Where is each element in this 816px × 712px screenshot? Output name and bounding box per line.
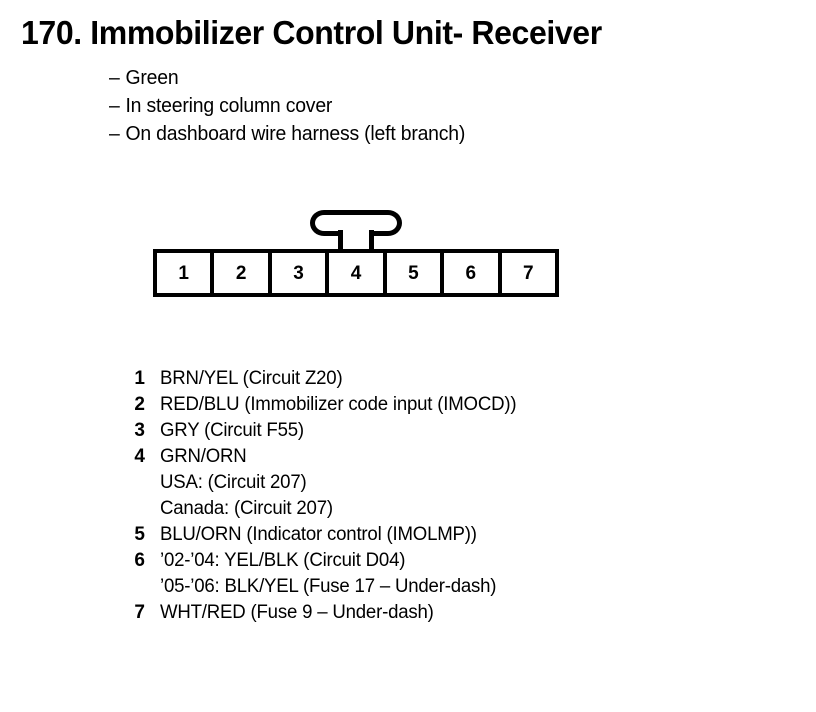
connector-diagram: 1 2 3 4 5 6 7 bbox=[153, 210, 559, 300]
connector-locking-tab-icon bbox=[310, 210, 402, 250]
locking-tab-gap-mask bbox=[343, 228, 369, 238]
description-item-label: In steering column cover bbox=[125, 95, 333, 117]
legend-pin-number: 7 bbox=[134, 602, 145, 623]
legend-pin-description: GRN/ORN bbox=[160, 446, 247, 467]
page-title: 170. Immobilizer Control Unit- Receiver bbox=[21, 14, 602, 51]
legend-row-4: 4 GRN/ORN USA: (Circuit 207) Canada: (Ci… bbox=[0, 444, 816, 522]
legend-pin-subline-canada: Canada: (Circuit 207) bbox=[160, 498, 333, 519]
pin-cell-label: 6 bbox=[465, 262, 477, 284]
legend-pin-description: GRY (Circuit F55) bbox=[160, 420, 304, 441]
legend-row-1: 1 BRN/YEL (Circuit Z20) bbox=[0, 366, 816, 392]
legend-row-3: 3 GRY (Circuit F55) bbox=[0, 418, 816, 444]
pin-legend: 1 BRN/YEL (Circuit Z20) 2 RED/BLU (Immob… bbox=[0, 366, 816, 626]
legend-pin-number: 1 bbox=[134, 368, 145, 389]
connector-pin-cell-4: 4 bbox=[329, 253, 387, 293]
connector-pin-cell-5: 5 bbox=[386, 253, 445, 293]
pin-cell-label: 4 bbox=[350, 262, 362, 284]
pin-cell-label: 5 bbox=[408, 262, 419, 284]
dash-bullet-icon: – bbox=[109, 95, 120, 117]
pin-cell-label: 3 bbox=[293, 262, 304, 284]
description-item-label: Green bbox=[125, 67, 179, 89]
pin-cell-label: 7 bbox=[522, 262, 534, 284]
legend-pin-subline-years: ’05-’06: BLK/YEL (Fuse 17 – Under-dash) bbox=[160, 576, 497, 597]
description-item: –Green bbox=[109, 64, 691, 92]
connector-pin-cell-1: 1 bbox=[157, 253, 215, 293]
legend-pin-number: 3 bbox=[134, 420, 145, 441]
connector-pin-cell-2: 2 bbox=[214, 253, 272, 293]
legend-pin-number: 6 bbox=[134, 550, 145, 571]
legend-pin-number: 5 bbox=[134, 524, 145, 545]
legend-row-2: 2 RED/BLU (Immobilizer code input (IMOCD… bbox=[0, 392, 816, 418]
legend-pin-description: BRN/YEL (Circuit Z20) bbox=[160, 368, 343, 389]
description-item: –In steering column cover bbox=[109, 92, 691, 120]
legend-row-6: 6 ’02-’04: YEL/BLK (Circuit D04) ’05-’06… bbox=[0, 548, 816, 600]
legend-pin-description: ’02-’04: YEL/BLK (Circuit D04) bbox=[160, 550, 406, 571]
pin-cell-label: 1 bbox=[178, 262, 189, 284]
dash-bullet-icon: – bbox=[109, 67, 120, 89]
legend-pin-number: 4 bbox=[134, 446, 145, 467]
connector-pin-cell-3: 3 bbox=[271, 253, 330, 293]
legend-pin-subline-usa: USA: (Circuit 207) bbox=[160, 472, 307, 493]
legend-row-7: 7 WHT/RED (Fuse 9 – Under-dash) bbox=[0, 600, 816, 626]
legend-row-5: 5 BLU/ORN (Indicator control (IMOLMP)) bbox=[0, 522, 816, 548]
dash-bullet-icon: – bbox=[109, 123, 120, 145]
legend-pin-description: RED/BLU (Immobilizer code input (IMOCD)) bbox=[160, 394, 517, 415]
legend-pin-number: 2 bbox=[134, 394, 145, 415]
connector-pin-cell-6: 6 bbox=[444, 253, 502, 293]
pin-cell-label: 2 bbox=[235, 262, 247, 284]
legend-pin-description: BLU/ORN (Indicator control (IMOLMP)) bbox=[160, 524, 477, 545]
legend-pin-description: WHT/RED (Fuse 9 – Under-dash) bbox=[160, 602, 434, 623]
locking-tab-neck-left bbox=[338, 230, 343, 250]
connector-body: 1 2 3 4 5 6 7 bbox=[153, 249, 559, 297]
connector-pin-cell-7: 7 bbox=[501, 253, 555, 293]
locking-tab-neck-right bbox=[369, 230, 374, 250]
description-item-label: On dashboard wire harness (left branch) bbox=[125, 123, 466, 145]
description-item: –On dashboard wire harness (left branch) bbox=[109, 120, 691, 148]
description-list: –Green –In steering column cover –On das… bbox=[109, 64, 709, 148]
